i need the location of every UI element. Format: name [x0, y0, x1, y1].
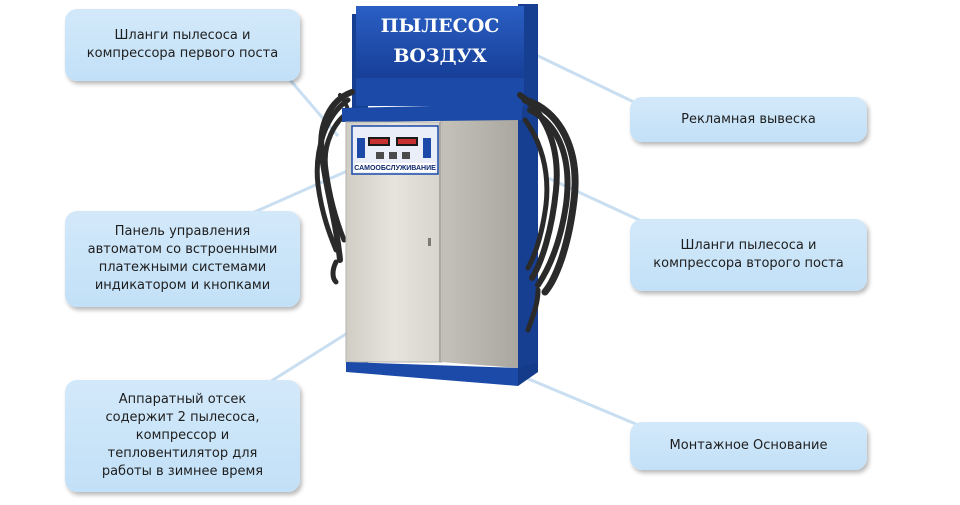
control-panel: САМООБСЛУЖИВАНИЕ	[351, 125, 439, 175]
hoses-left	[314, 89, 355, 285]
mounting-base	[346, 362, 518, 386]
advertising-sign: ПЫЛЕСОС ВОЗДУХ	[356, 6, 524, 106]
sign-line-1: ПЫЛЕСОС	[381, 15, 500, 37]
sign-line-2: ВОЗДУХ	[393, 45, 487, 67]
cabinet-side	[440, 118, 518, 368]
cabinet-top	[342, 104, 522, 122]
callout-hoses-post-1: Шланги пылесоса и компрессора первого по…	[65, 9, 300, 81]
service-label: САМООБСЛУЖИВАНИЕ	[354, 165, 436, 172]
callout-advertising-sign: Рекламная вывеска	[630, 97, 867, 142]
hoses-right	[517, 92, 579, 333]
door-handle	[428, 238, 431, 246]
callout-mounting-base: Монтажное Основание	[630, 422, 867, 470]
callout-hoses-post-2: Шланги пылесоса и компрессора второго по…	[630, 219, 867, 291]
callout-control-panel: Панель управления автоматом со встроенны…	[65, 211, 300, 307]
callout-hardware-bay: Аппаратный отсек содержит 2 пылесоса, ко…	[65, 380, 300, 492]
